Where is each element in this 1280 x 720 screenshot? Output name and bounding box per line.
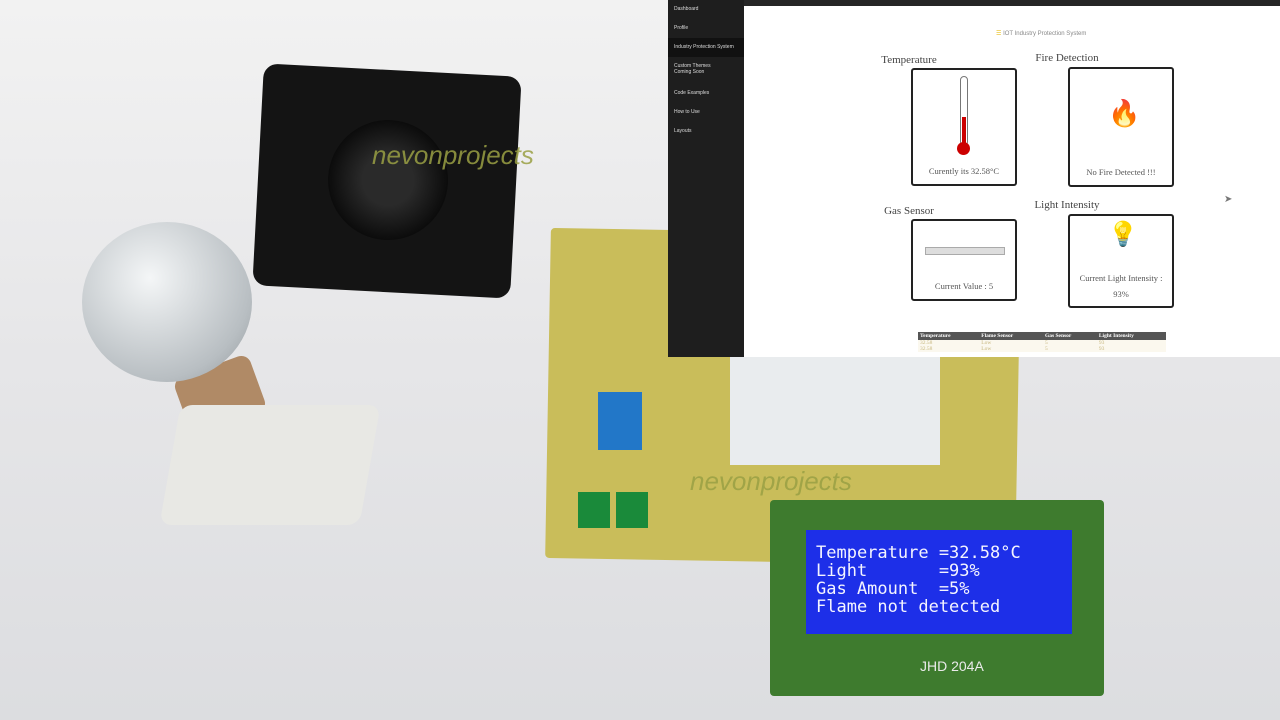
temperature-title: Temperature	[881, 54, 937, 66]
terminal-block	[616, 492, 648, 528]
fire-card: 🔥 No Fire Detected !!!	[1068, 67, 1174, 187]
terminal-block	[578, 492, 610, 528]
fire-title: Fire Detection	[1035, 52, 1099, 64]
gas-title: Gas Sensor	[884, 205, 934, 217]
lightbulb-icon: 💡	[1108, 222, 1138, 248]
light-title: Light Intensity	[1034, 199, 1100, 211]
flame-icon: 🔥	[1108, 99, 1141, 128]
main-content: ☰ IOT Industry Protection System Tempera…	[746, 6, 1280, 357]
gas-card: Current Value : 5	[911, 219, 1017, 301]
light-card: 💡 Current Light Intensity : 93%	[1068, 214, 1174, 308]
arduino-board	[730, 345, 940, 465]
web-dashboard: Dashboard Profile Industry Protection Sy…	[668, 0, 1280, 357]
sidebar-item-industry-protection[interactable]: Industry Protection System	[668, 38, 744, 57]
lcd-brand: JHD 204A	[920, 658, 984, 674]
top-bar	[744, 0, 1280, 6]
cooling-fan	[252, 63, 522, 299]
watermark: nevonprojects	[372, 140, 534, 170]
relay	[598, 392, 642, 450]
thermometer-icon	[960, 76, 968, 146]
sidebar-item-dashboard[interactable]: Dashboard	[674, 6, 699, 12]
gas-sensor-icon	[925, 247, 1005, 255]
light-bulb	[82, 222, 252, 382]
app-title: ☰ IOT Industry Protection System	[996, 31, 1087, 37]
sidebar: Dashboard Profile Industry Protection Sy…	[668, 0, 744, 357]
sidebar-item-how-to-use[interactable]: How to Use	[674, 109, 700, 115]
menu-icon: ☰	[996, 31, 1002, 37]
lcd-line: Temperature =32.58°C	[816, 543, 1021, 563]
sidebar-item-profile[interactable]: Profile	[674, 25, 689, 31]
mouse-cursor-icon: ➤	[1224, 194, 1233, 205]
temperature-card: Curently its 32.58°C	[911, 68, 1017, 186]
watermark: nevonprojects	[690, 466, 852, 496]
sidebar-item-code-examples[interactable]: Code Examples	[674, 90, 710, 96]
lcd-line: Light =93%	[816, 561, 980, 581]
bulb-holder	[159, 405, 381, 525]
lcd-line: Gas Amount =5%	[816, 579, 970, 599]
lcd-line: Flame not detected	[816, 597, 1001, 617]
sidebar-item-layouts[interactable]: Layouts	[674, 128, 692, 134]
